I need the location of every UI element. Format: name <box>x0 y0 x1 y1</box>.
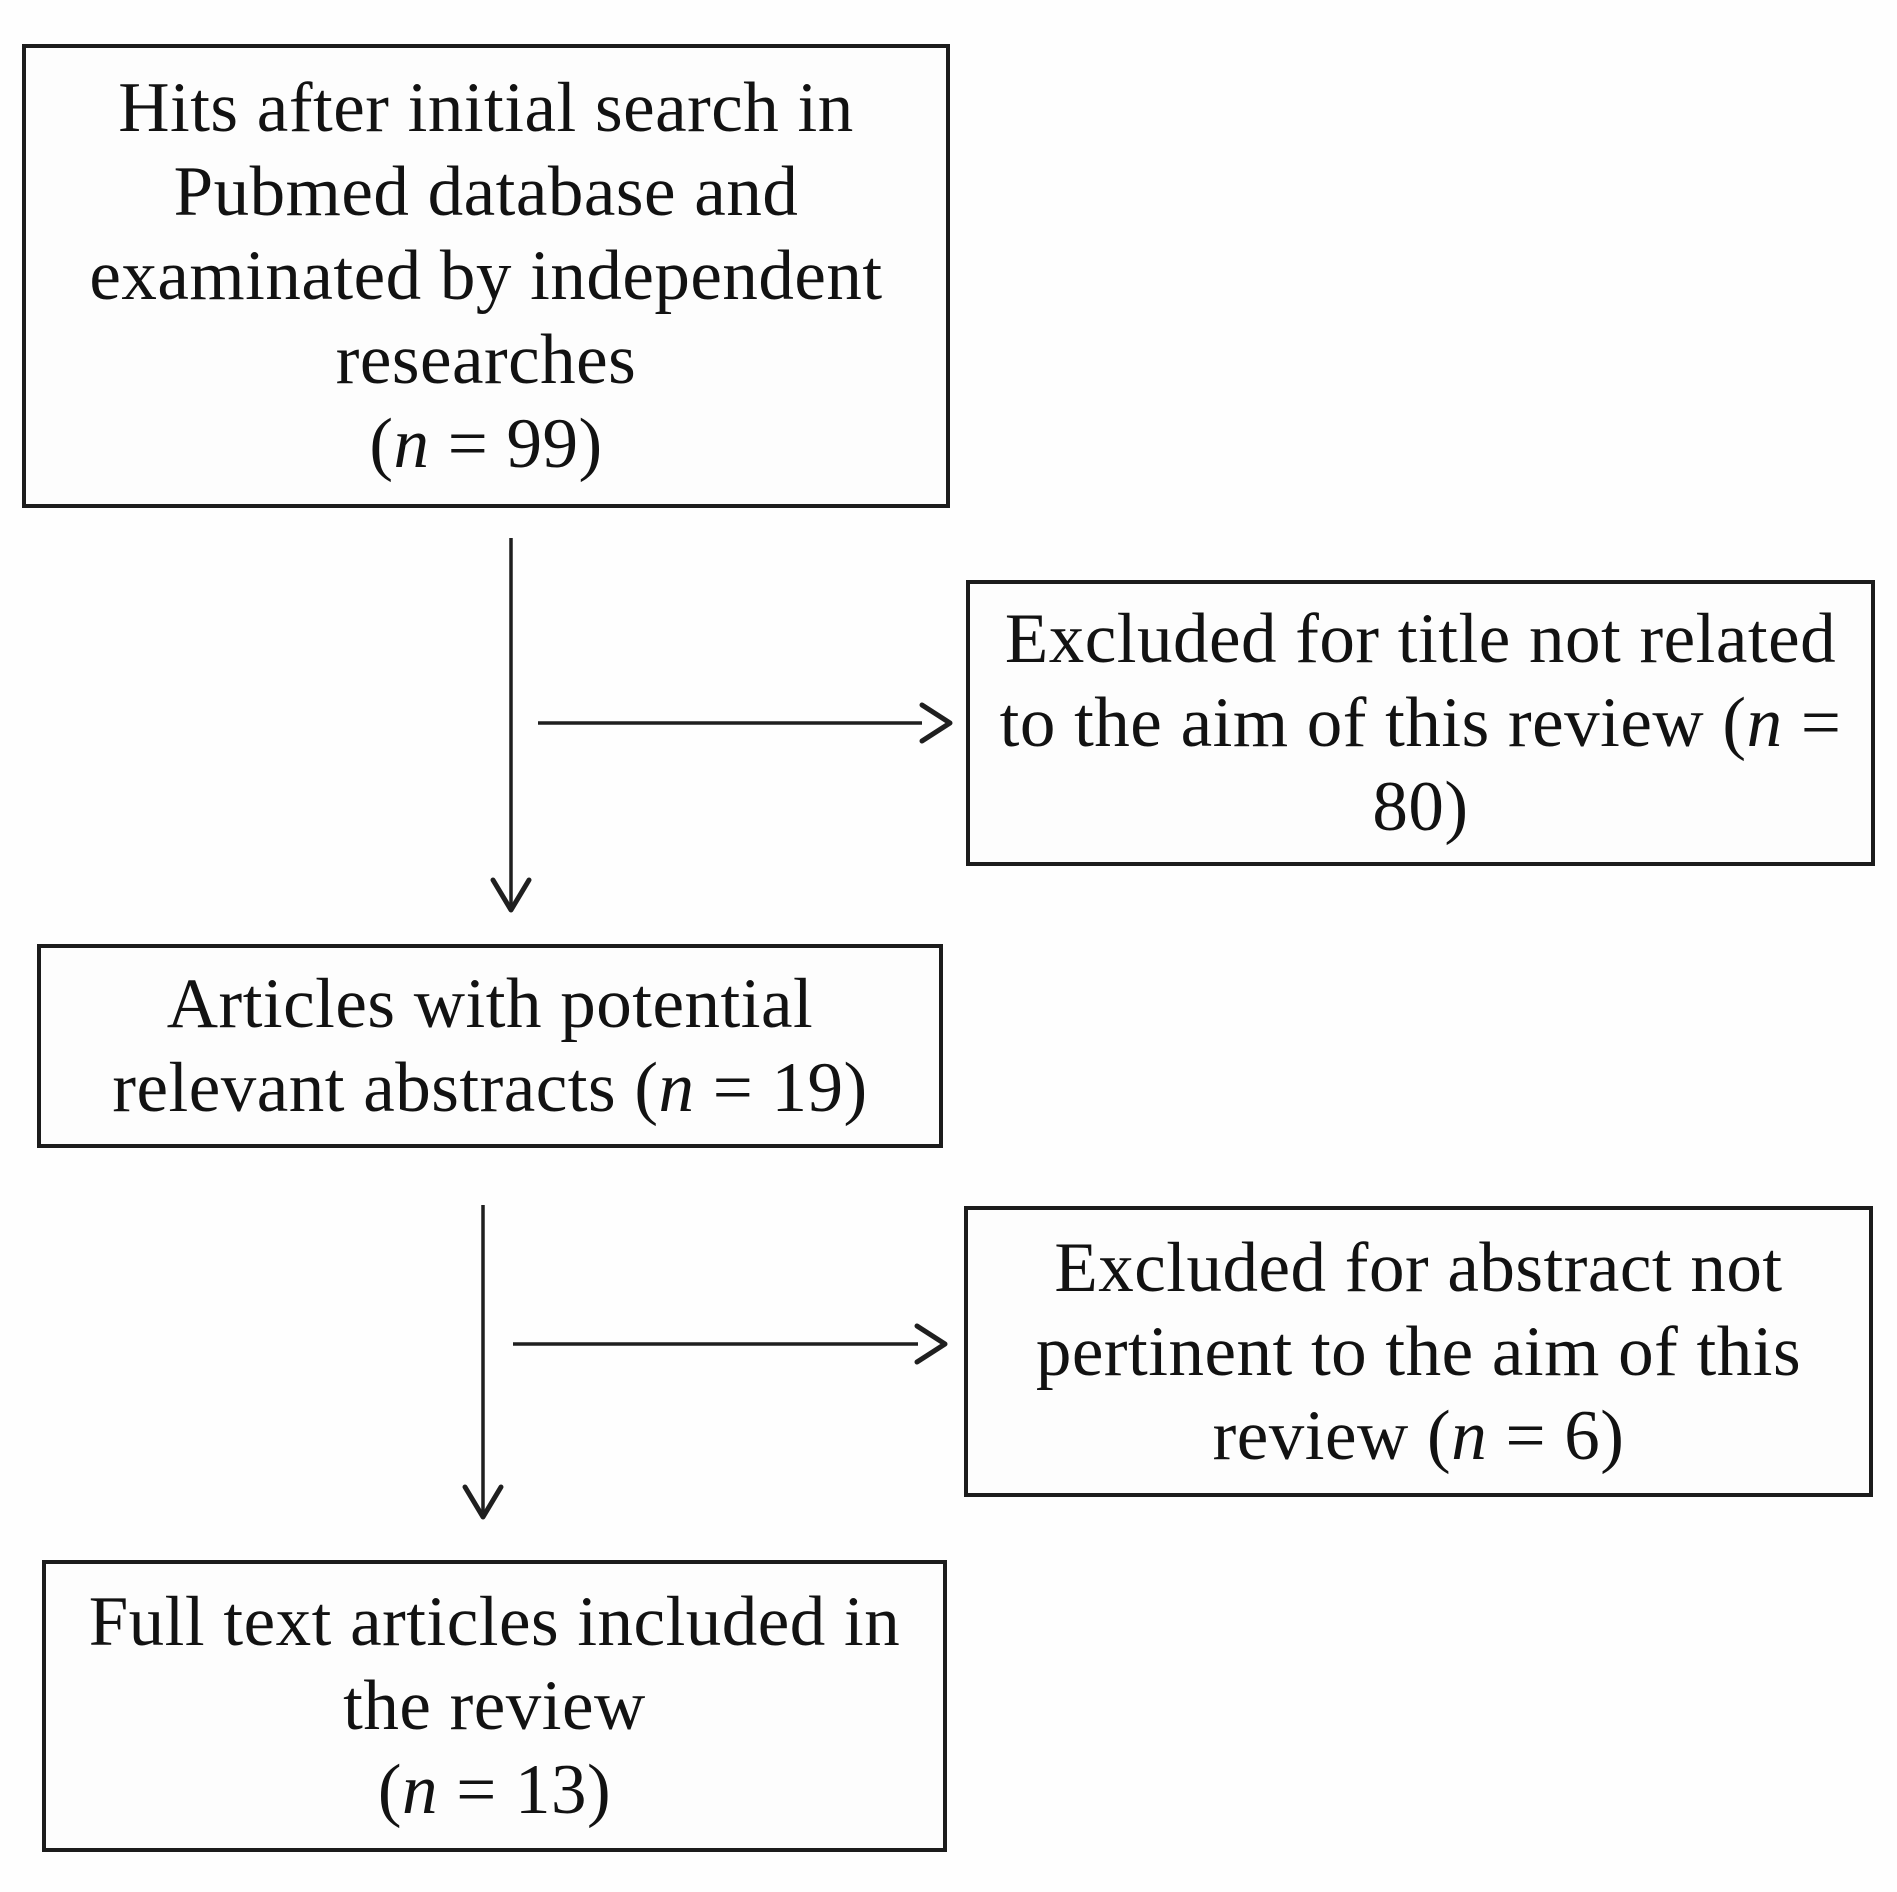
text-run: to the aim of this review ( <box>999 684 1747 762</box>
box-text-line: to the aim of this review (n = <box>970 681 1871 765</box>
text-run: ( <box>377 1751 402 1829</box>
flow-box-initial-search: Hits after initial search in Pubmed data… <box>22 44 950 508</box>
flow-box-relevant-abstracts: Articles with potential relevant abstrac… <box>37 944 943 1148</box>
box-text-line: examinated by independent <box>26 234 946 318</box>
n-value: = 19) <box>694 1049 868 1127</box>
text-run: the review <box>343 1667 646 1745</box>
text-run: examinated by independent <box>89 237 883 315</box>
text-run: Full text articles included in <box>88 1583 901 1661</box>
box-text-line: Excluded for title not related <box>970 597 1871 681</box>
box-count-line: (n = 13) <box>46 1748 943 1832</box>
box-count-line: 80) <box>970 765 1871 849</box>
n-value: = 13) <box>437 1751 612 1829</box>
text-run: Excluded for abstract not <box>1054 1228 1783 1307</box>
box-count-line: (n = 99) <box>26 402 946 486</box>
box-text-line: researches <box>26 318 946 402</box>
box-text-line: Articles with potential <box>41 962 939 1046</box>
n-value: = 99) <box>429 405 603 483</box>
n-value: 80) <box>1372 768 1469 846</box>
flow-box-included-fulltext: Full text articles included in the revie… <box>42 1560 947 1852</box>
n-symbol: n <box>401 1751 438 1829</box>
text-run: Articles with potential <box>166 965 814 1043</box>
box-count-line: review (n = 6) <box>968 1394 1869 1478</box>
flow-box-excluded-title: Excluded for title not related to the ai… <box>966 580 1875 866</box>
n-value: = 6) <box>1487 1396 1625 1475</box>
text-run: ( <box>369 405 394 483</box>
n-symbol: n <box>1746 684 1783 762</box>
arrow-right-to-excluded-abstract <box>513 1323 948 1365</box>
text-run: relevant abstracts ( <box>112 1049 659 1127</box>
box-text-line: Pubmed database and <box>26 150 946 234</box>
arrow-right-to-excluded-title <box>538 702 953 744</box>
text-run: Excluded for title not related <box>1004 600 1837 678</box>
text-run: researches <box>335 321 637 399</box>
box-count-line: relevant abstracts (n = 19) <box>41 1046 939 1130</box>
text-run: Pubmed database and <box>173 153 799 231</box>
arrow-down-to-included <box>462 1205 504 1520</box>
n-symbol: n <box>658 1049 695 1127</box>
box-text-line: the review <box>46 1664 943 1748</box>
flow-box-excluded-abstract: Excluded for abstract not pertinent to t… <box>964 1206 1873 1497</box>
box-text-line: Excluded for abstract not <box>968 1226 1869 1310</box>
arrow-down-to-abstracts <box>490 538 532 913</box>
n-symbol: n <box>1451 1396 1488 1475</box>
text-run: Hits after initial search in <box>118 69 854 147</box>
box-text-line: Hits after initial search in <box>26 66 946 150</box>
text-run: review ( <box>1212 1396 1452 1475</box>
box-text-line: Full text articles included in <box>46 1580 943 1664</box>
box-text-line: pertinent to the aim of this <box>968 1310 1869 1394</box>
n-symbol: n <box>393 405 430 483</box>
text-run: pertinent to the aim of this <box>1035 1312 1802 1391</box>
text-run: = <box>1782 684 1842 762</box>
